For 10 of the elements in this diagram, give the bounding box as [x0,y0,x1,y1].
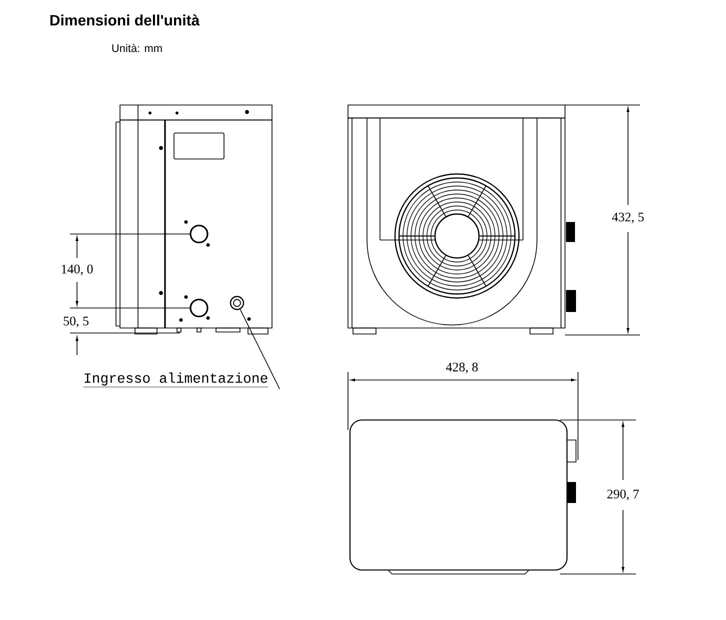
dimension-label: 140, 0 [60,264,94,276]
dimension-label: 432, 5 [610,212,646,224]
dimension-label: 428, 8 [444,362,480,374]
leader-line [240,308,280,390]
power-connector [230,296,244,310]
units-note: Unità: mm [110,42,164,54]
callout-label: Ingresso alimentazione [83,372,268,388]
dimension-label: 50, 5 [62,316,90,328]
dimension-label: 290, 7 [606,488,640,502]
title: Dimensioni dell'unità [50,14,200,26]
